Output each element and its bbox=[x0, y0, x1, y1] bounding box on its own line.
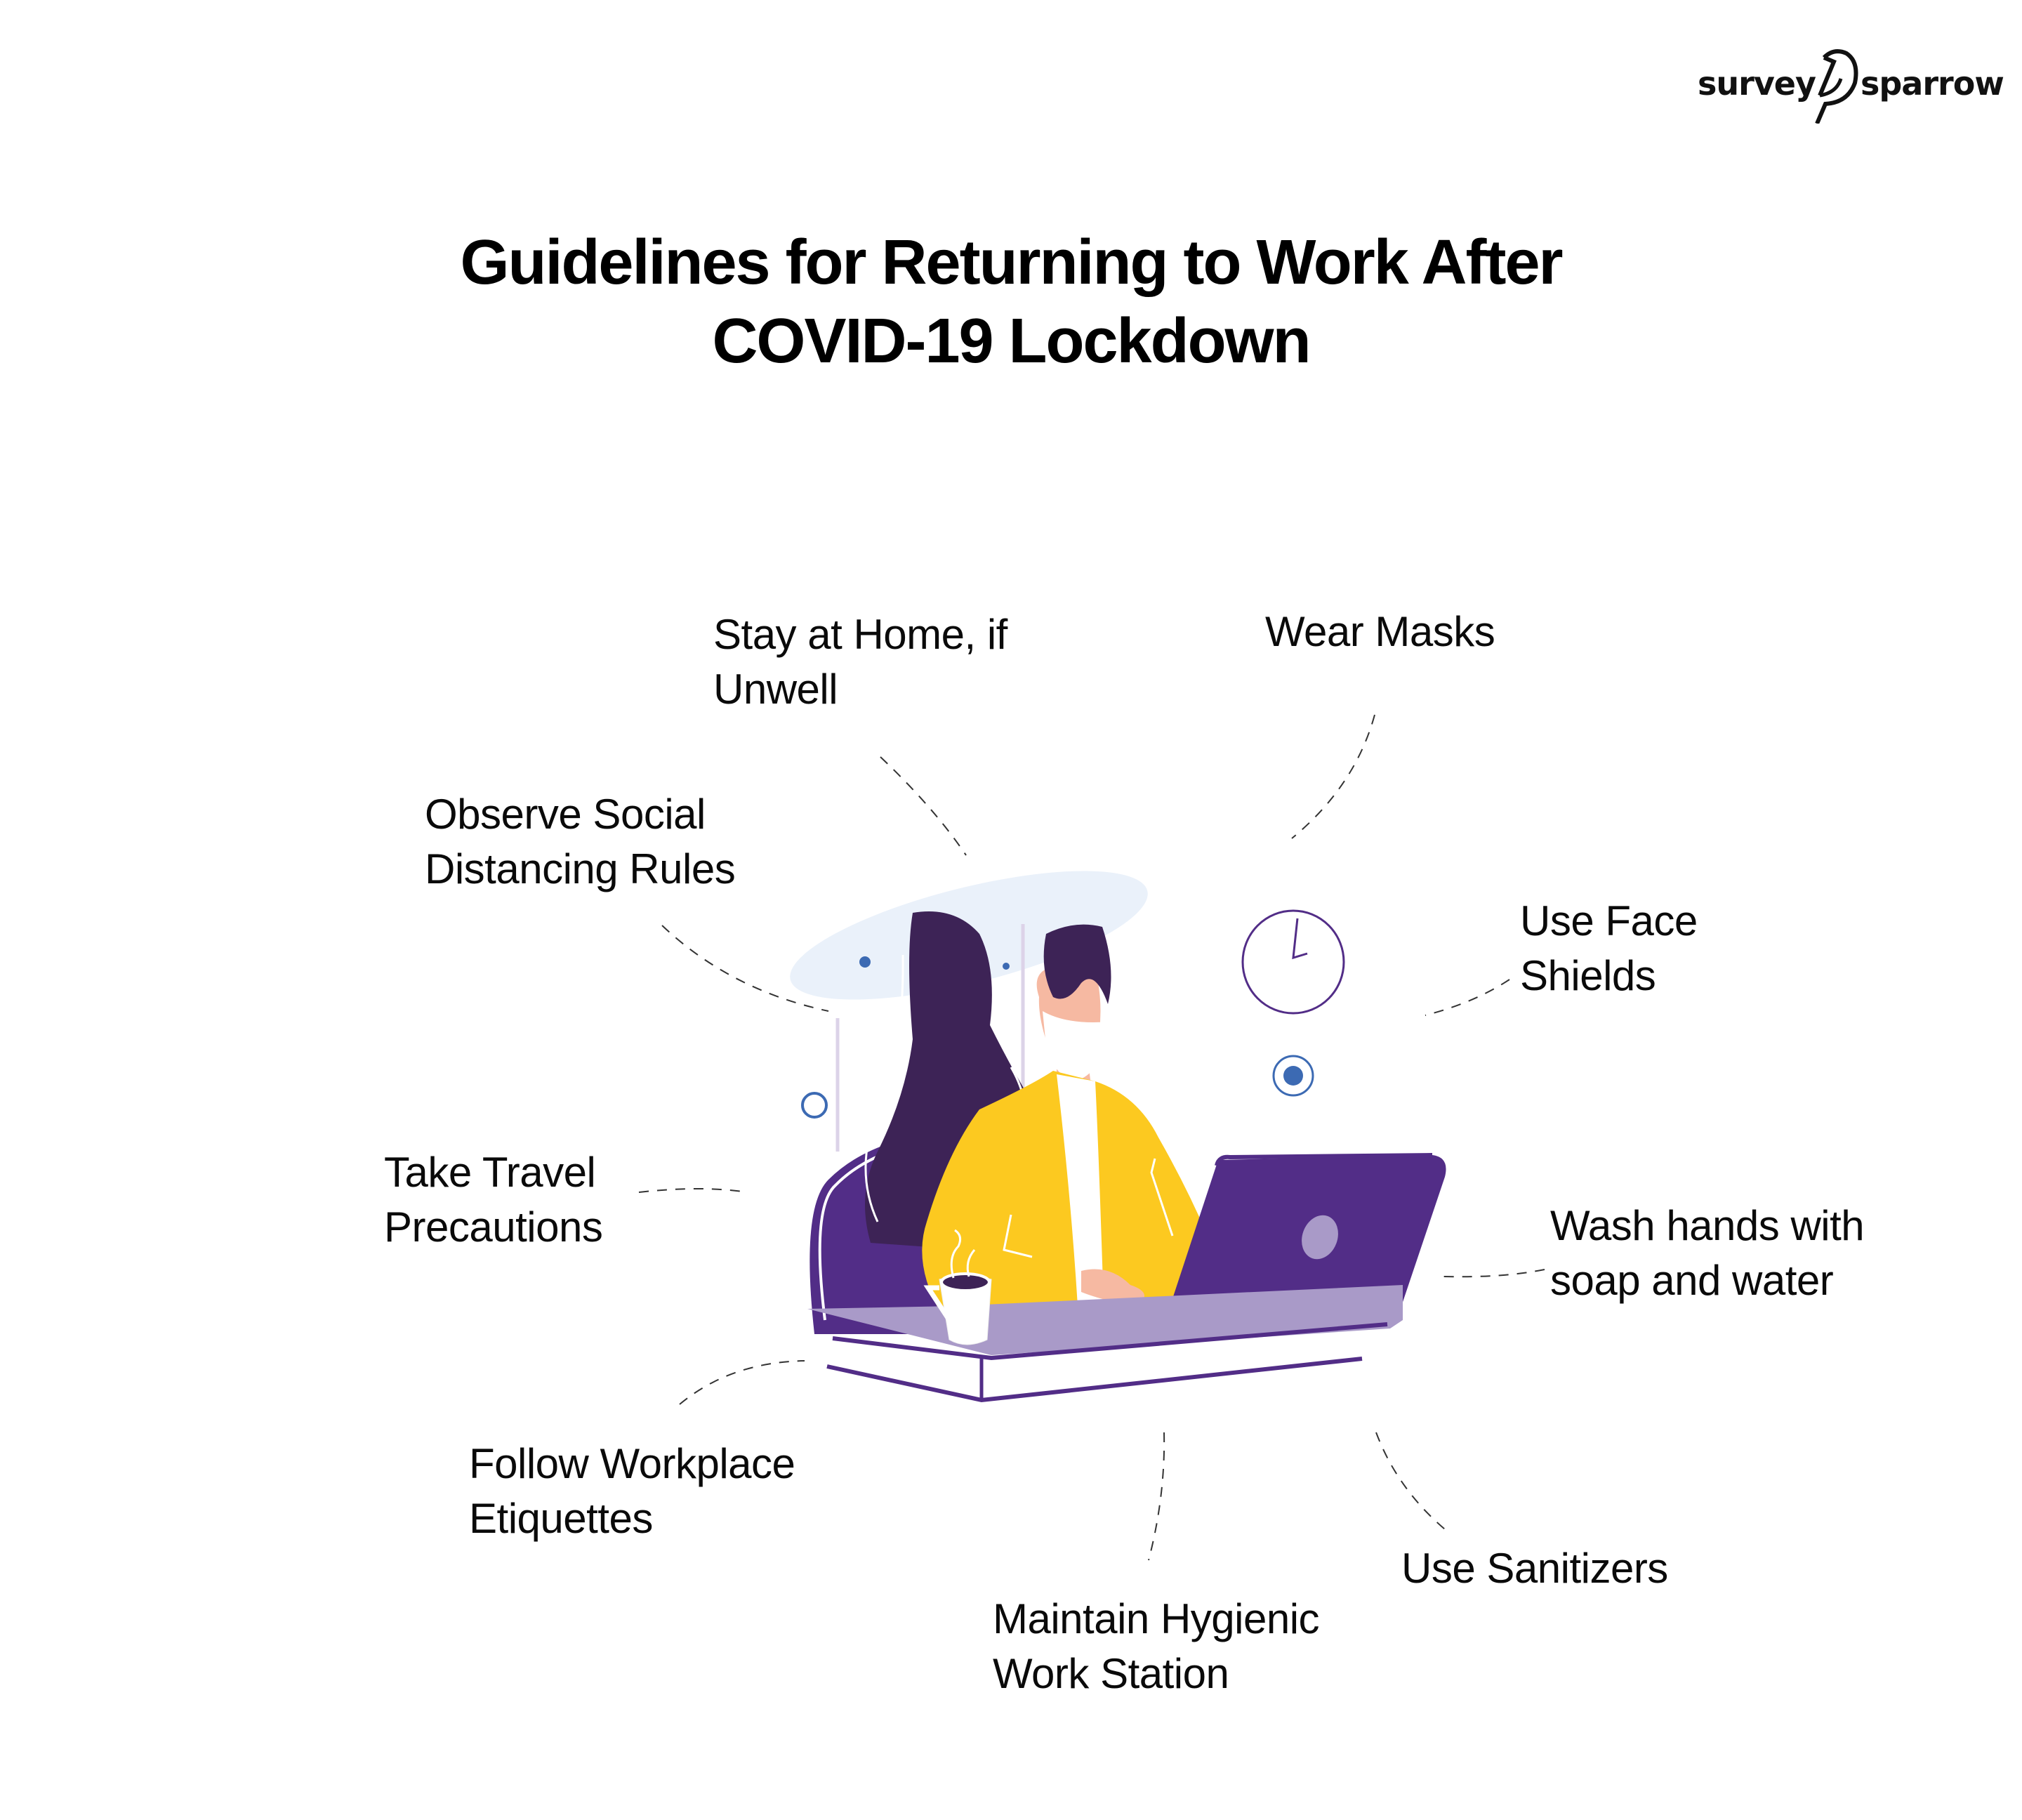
guideline-line: Unwell bbox=[713, 666, 838, 713]
guideline-line: Shields bbox=[1520, 952, 1656, 999]
guideline-line: Work Station bbox=[993, 1650, 1229, 1697]
guideline-stay-home: Stay at Home, if Unwell bbox=[713, 607, 1007, 717]
guideline-wear-masks: Wear Masks bbox=[1265, 605, 1495, 659]
leader-wear-masks bbox=[1291, 714, 1375, 839]
guideline-line: Etiquettes bbox=[469, 1495, 653, 1542]
dot-icon bbox=[1003, 963, 1010, 970]
surveysparrow-logo: survey sparrow bbox=[1698, 46, 2004, 131]
logo-word-survey: survey bbox=[1698, 65, 1816, 103]
target-circle-icon bbox=[1272, 1055, 1314, 1097]
leader-social-distancing bbox=[661, 925, 829, 1012]
desk-edge bbox=[832, 1322, 1388, 1361]
guideline-line: Distancing Rules bbox=[425, 845, 736, 892]
leader-wash-hands bbox=[1443, 1269, 1545, 1278]
guideline-line: soap and water bbox=[1550, 1257, 1834, 1304]
leader-stay-home bbox=[880, 756, 967, 856]
guideline-line: Follow Workplace bbox=[469, 1440, 795, 1487]
guideline-face-shields: Use Face Shields bbox=[1520, 894, 1698, 1003]
guideline-line: Wash hands with bbox=[1550, 1202, 1865, 1249]
guideline-line: Precautions bbox=[384, 1204, 603, 1251]
leader-travel bbox=[638, 1188, 748, 1193]
leader-hygienic bbox=[1148, 1432, 1165, 1561]
guideline-line: Wear Masks bbox=[1265, 608, 1495, 655]
leader-etiquettes bbox=[679, 1360, 805, 1405]
title-line-1: Guidelines for Returning to Work After bbox=[460, 228, 1563, 298]
face-mask bbox=[1043, 1011, 1109, 1081]
guideline-line: Use Sanitizers bbox=[1401, 1545, 1668, 1592]
ring-icon bbox=[801, 1092, 828, 1119]
guideline-hygienic-station: Maintain Hygienic Work Station bbox=[993, 1592, 1320, 1701]
shirt bbox=[1057, 1074, 1104, 1306]
guideline-sanitizers: Use Sanitizers bbox=[1401, 1541, 1668, 1596]
wall-clock-icon bbox=[1241, 909, 1345, 1015]
guideline-line: Take Travel bbox=[384, 1149, 596, 1196]
guideline-line: Observe Social bbox=[425, 791, 706, 838]
logo-word-sparrow: sparrow bbox=[1861, 65, 2004, 103]
leader-lines bbox=[638, 714, 1545, 1561]
leader-sanitizers bbox=[1375, 1432, 1446, 1530]
laptop-logo bbox=[1302, 1215, 1338, 1260]
jacket bbox=[922, 1071, 1208, 1313]
guideline-line: Use Face bbox=[1520, 897, 1698, 944]
page-title: Guidelines for Returning to Work After C… bbox=[0, 223, 2022, 381]
dot-icon bbox=[859, 956, 871, 968]
leader-face-shields bbox=[1425, 979, 1510, 1016]
guideline-line: Maintain Hygienic bbox=[993, 1595, 1320, 1642]
guideline-social-distancing: Observe Social Distancing Rules bbox=[425, 787, 736, 897]
guideline-travel-precautions: Take Travel Precautions bbox=[384, 1145, 603, 1255]
guideline-line: Stay at Home, if bbox=[713, 611, 1007, 658]
title-line-2: COVID-19 Lockdown bbox=[712, 306, 1311, 376]
guideline-wash-hands: Wash hands with soap and water bbox=[1550, 1199, 1865, 1308]
hand bbox=[1081, 1269, 1144, 1303]
sparrow-bird-icon bbox=[1815, 49, 1858, 124]
guideline-workplace-etiquettes: Follow Workplace Etiquettes bbox=[469, 1437, 795, 1546]
desk-drawer bbox=[826, 1357, 1363, 1403]
coffee-cup-icon bbox=[923, 1229, 992, 1345]
